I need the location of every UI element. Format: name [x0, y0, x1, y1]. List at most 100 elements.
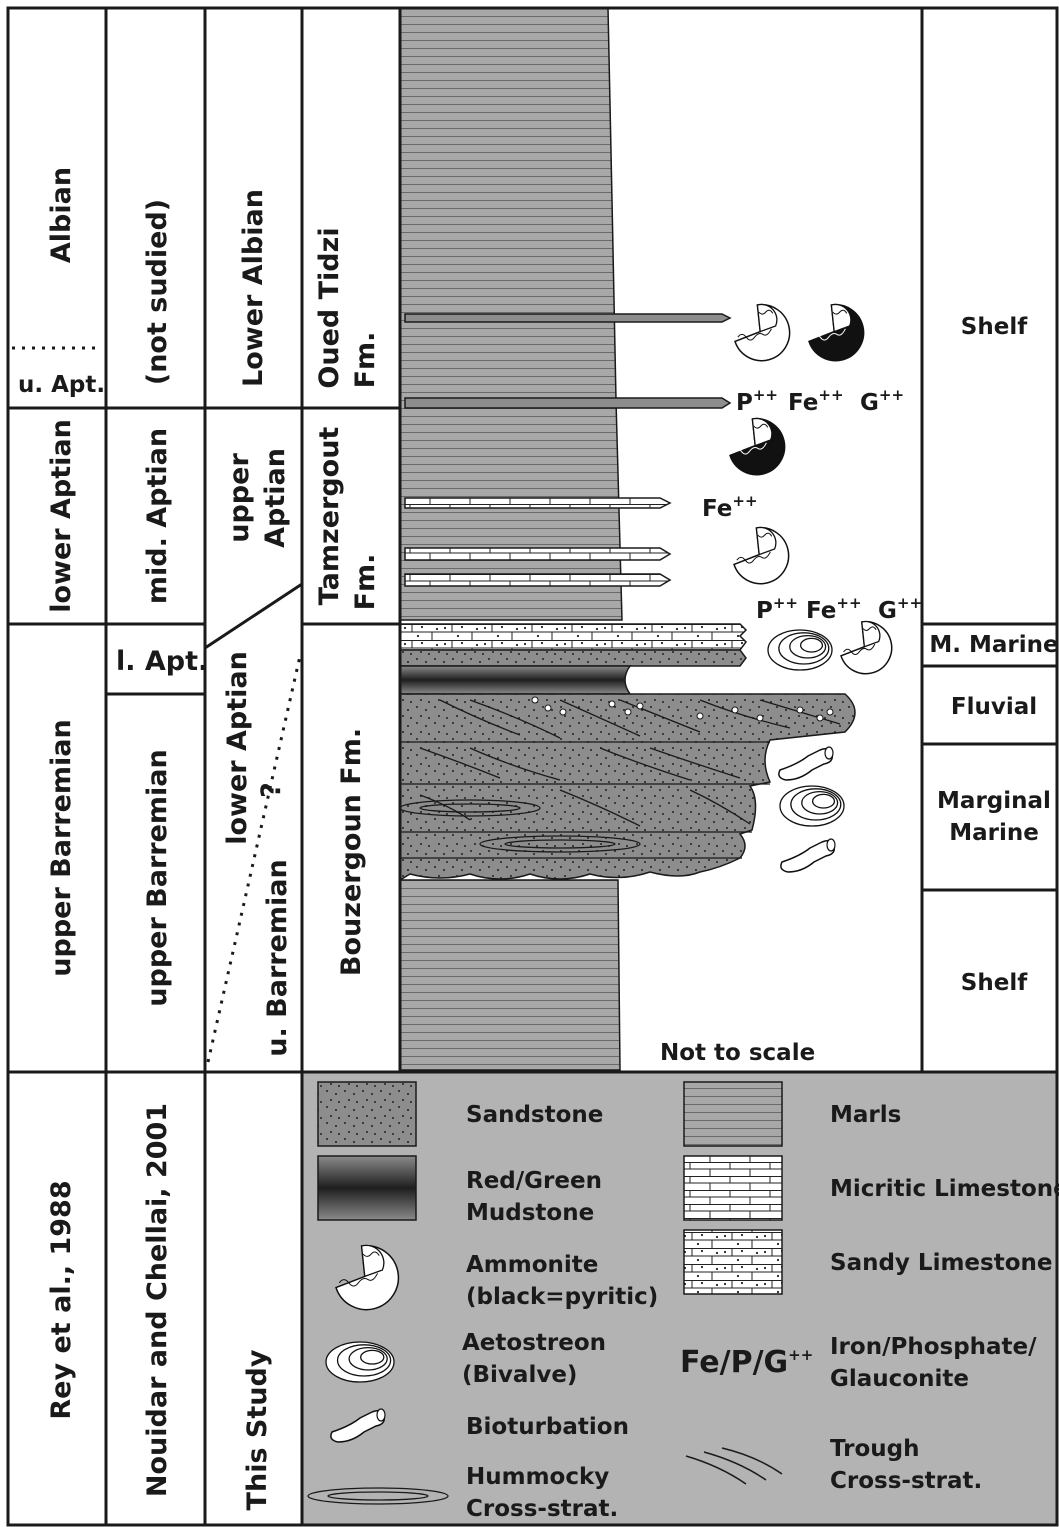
legend-micritic-swatch: [683, 1155, 783, 1221]
p-label-2: P++: [756, 594, 798, 624]
legend-aetostreon-1: Aetostreon: [462, 1330, 606, 1356]
rey-lower-aptian: lower Aptian: [46, 419, 77, 613]
legend: Sandstone Red/Green Mudstone Ammonite (b…: [307, 1081, 1059, 1522]
nouidar-upper-barremian: upper Barremian: [142, 749, 173, 1006]
formation-tamzergout-1: Tamzergout: [314, 427, 345, 606]
legend-sandy-limestone: Sandy Limestone: [830, 1250, 1053, 1276]
rey-u-apt: u. Apt.: [18, 372, 105, 398]
rey-source: Rey et al., 1988: [46, 1180, 77, 1419]
lithology-column: [399, 7, 856, 1071]
this-study-lower-aptian: lower Aptian: [222, 651, 253, 845]
legend-ammonite-2: (black=pyritic): [466, 1284, 658, 1310]
env-m-marine: M. Marine: [929, 632, 1058, 658]
mineral-annotations: P++ Fe++ G++ Fe++ P++ Fe++ G++ Not to sc…: [660, 386, 922, 1066]
legend-marls: Marls: [830, 1102, 901, 1128]
ammonite-icon: [734, 303, 791, 362]
rey-upper-barremian: upper Barremian: [46, 719, 77, 976]
nouidar-source: Nouidar and Chellai, 2001: [142, 1103, 173, 1497]
formation-tamzergout-2: Fm.: [350, 554, 381, 611]
legend-sandy-limestone-swatch: [683, 1229, 783, 1295]
sandstone-package: [399, 693, 856, 882]
environment-column: Shelf M. Marine Fluvial Marginal Marine …: [929, 314, 1058, 996]
env-fluvial: Fluvial: [951, 694, 1037, 720]
env-marginal-1: Marginal: [937, 788, 1051, 814]
bivalve-icon: [325, 1341, 395, 1383]
legend-background: [302, 1072, 1057, 1525]
legend-aetostreon-2: (Bivalve): [462, 1362, 577, 1388]
p-label-1: P++: [736, 386, 778, 416]
limestone-bed-3: [404, 573, 672, 587]
legend-ammonite-icon: [335, 1244, 400, 1311]
mudstone-bed: [399, 665, 632, 695]
nouidar-not-studied: (not sudied): [142, 199, 173, 385]
table-grid: [6, 6, 1059, 1527]
env-shelf-bottom: Shelf: [961, 970, 1028, 996]
legend-sandstone: Sandstone: [466, 1102, 603, 1128]
formation-oued-tidzi-1: Oued Tidzi: [314, 227, 345, 388]
fe-label-1: Fe++: [788, 386, 844, 416]
nouidar-mid-aptian: mid. Aptian: [142, 428, 173, 604]
this-study-source: This Study: [242, 1349, 273, 1510]
ammonite-pyritic-icon: [808, 303, 865, 362]
this-study-u-barremian: u. Barremian: [262, 859, 293, 1056]
ammonite-pyritic-icon: [729, 417, 786, 476]
oyster-symbols: [767, 629, 845, 827]
rey-albian: Albian: [46, 167, 77, 263]
burrow-icon: [330, 1408, 386, 1443]
env-marginal-2: Marine: [949, 820, 1039, 846]
burrow-icon: [780, 838, 836, 873]
this-study-lower-albian: Lower Albian: [238, 189, 269, 387]
legend-mudstone-swatch: [317, 1155, 417, 1221]
legend-hummocky-1: Hummocky: [466, 1464, 609, 1490]
burrow-icon: [778, 746, 834, 781]
this-study-upper-aptian-1: upper: [224, 453, 255, 543]
nouidar-column: (not sudied) mid. Aptian l. Apt. upper B…: [116, 199, 208, 1497]
ammonite-icon: [840, 620, 893, 675]
thin-bed-2: [404, 397, 732, 409]
legend-burrow-icon: [330, 1408, 386, 1443]
g-label-2: G++: [878, 594, 922, 624]
legend-ammonite-1: Ammonite: [466, 1252, 598, 1278]
legend-mudstone-2: Mudstone: [466, 1200, 594, 1226]
env-shelf-top: Shelf: [961, 314, 1028, 340]
legend-fepg-1: Iron/Phosphate/: [830, 1334, 1037, 1360]
legend-fepg-symbol: Fe/P/G++: [680, 1345, 813, 1380]
limestone-bed-1: [404, 497, 672, 509]
legend-micritic: Micritic Limestone: [830, 1176, 1059, 1202]
legend-hummocky-icon: [307, 1487, 449, 1505]
thin-bed-1: [404, 313, 732, 323]
fe-label-3: Fe++: [806, 594, 862, 624]
hummocky-marks: [399, 799, 641, 853]
legend-bioturbation: Bioturbation: [466, 1414, 629, 1440]
ammonite-icon: [335, 1244, 400, 1311]
legend-trough-1: Trough: [830, 1436, 920, 1462]
ammonite-symbols: [729, 303, 893, 675]
formation-bouzergoun: Bouzergoun Fm.: [336, 728, 367, 976]
this-study-upper-aptian-2: Aptian: [260, 448, 291, 548]
burrow-symbols: [778, 746, 836, 873]
pebbles: [531, 696, 834, 722]
formation-oued-tidzi-2: Fm.: [350, 332, 381, 389]
g-label-1: G++: [860, 386, 904, 416]
bivalve-icon: [779, 785, 845, 827]
limestone-bed-2: [404, 547, 672, 561]
legend-hummocky-2: Cross-strat.: [466, 1496, 618, 1522]
fe-label-2: Fe++: [702, 492, 758, 522]
sand-thin-bed: [399, 649, 747, 667]
legend-trough-icon: [685, 1447, 783, 1485]
legend-trough-2: Cross-strat.: [830, 1468, 982, 1494]
legend-marls-swatch: [683, 1081, 783, 1147]
legend-fepg-2: Glauconite: [830, 1366, 969, 1392]
formation-column: Oued Tidzi Fm. Tamzergout Fm. Bouzergoun…: [314, 227, 381, 976]
nouidar-l-apt: l. Apt.: [116, 646, 208, 677]
bivalve-icon: [767, 629, 833, 671]
this-study-question: ?: [256, 782, 287, 798]
legend-mudstone-1: Red/Green: [466, 1168, 602, 1194]
legend-sandstone-swatch: [317, 1081, 417, 1147]
rey-column: Albian u. Apt. lower Aptian upper Barrem…: [18, 167, 105, 1420]
legend-oyster-icon: [325, 1341, 395, 1383]
ammonite-icon: [733, 526, 790, 585]
sandy-limestone-bed: [399, 623, 748, 651]
marl-lower: [399, 879, 621, 1071]
